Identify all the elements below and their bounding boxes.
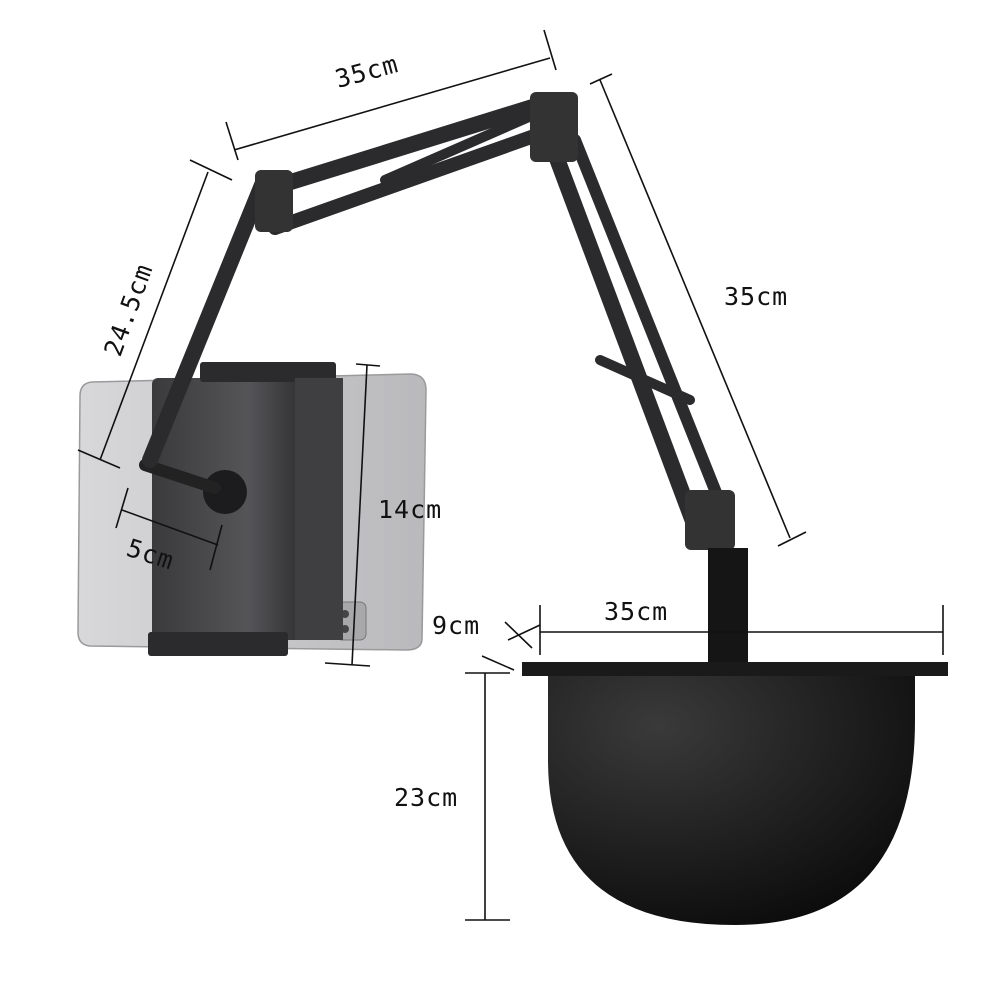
dim-left-arm: 24.5cm <box>98 260 158 360</box>
tray-shelf <box>522 662 948 676</box>
dim-tray-width: 35cm <box>604 597 668 626</box>
articulated-arm <box>142 92 731 548</box>
dim-tray-depth: 9cm <box>432 611 480 640</box>
dim-top-arm: 35cm <box>332 49 402 94</box>
dim-bowl-height: 23cm <box>394 783 458 812</box>
base-bowl <box>548 676 915 925</box>
dimension-lines <box>77 29 944 921</box>
dim-holder-height: 14cm <box>378 495 442 524</box>
dim-right-arm: 35cm <box>724 282 788 311</box>
holder-knob <box>203 470 247 514</box>
mount-column <box>708 548 748 668</box>
